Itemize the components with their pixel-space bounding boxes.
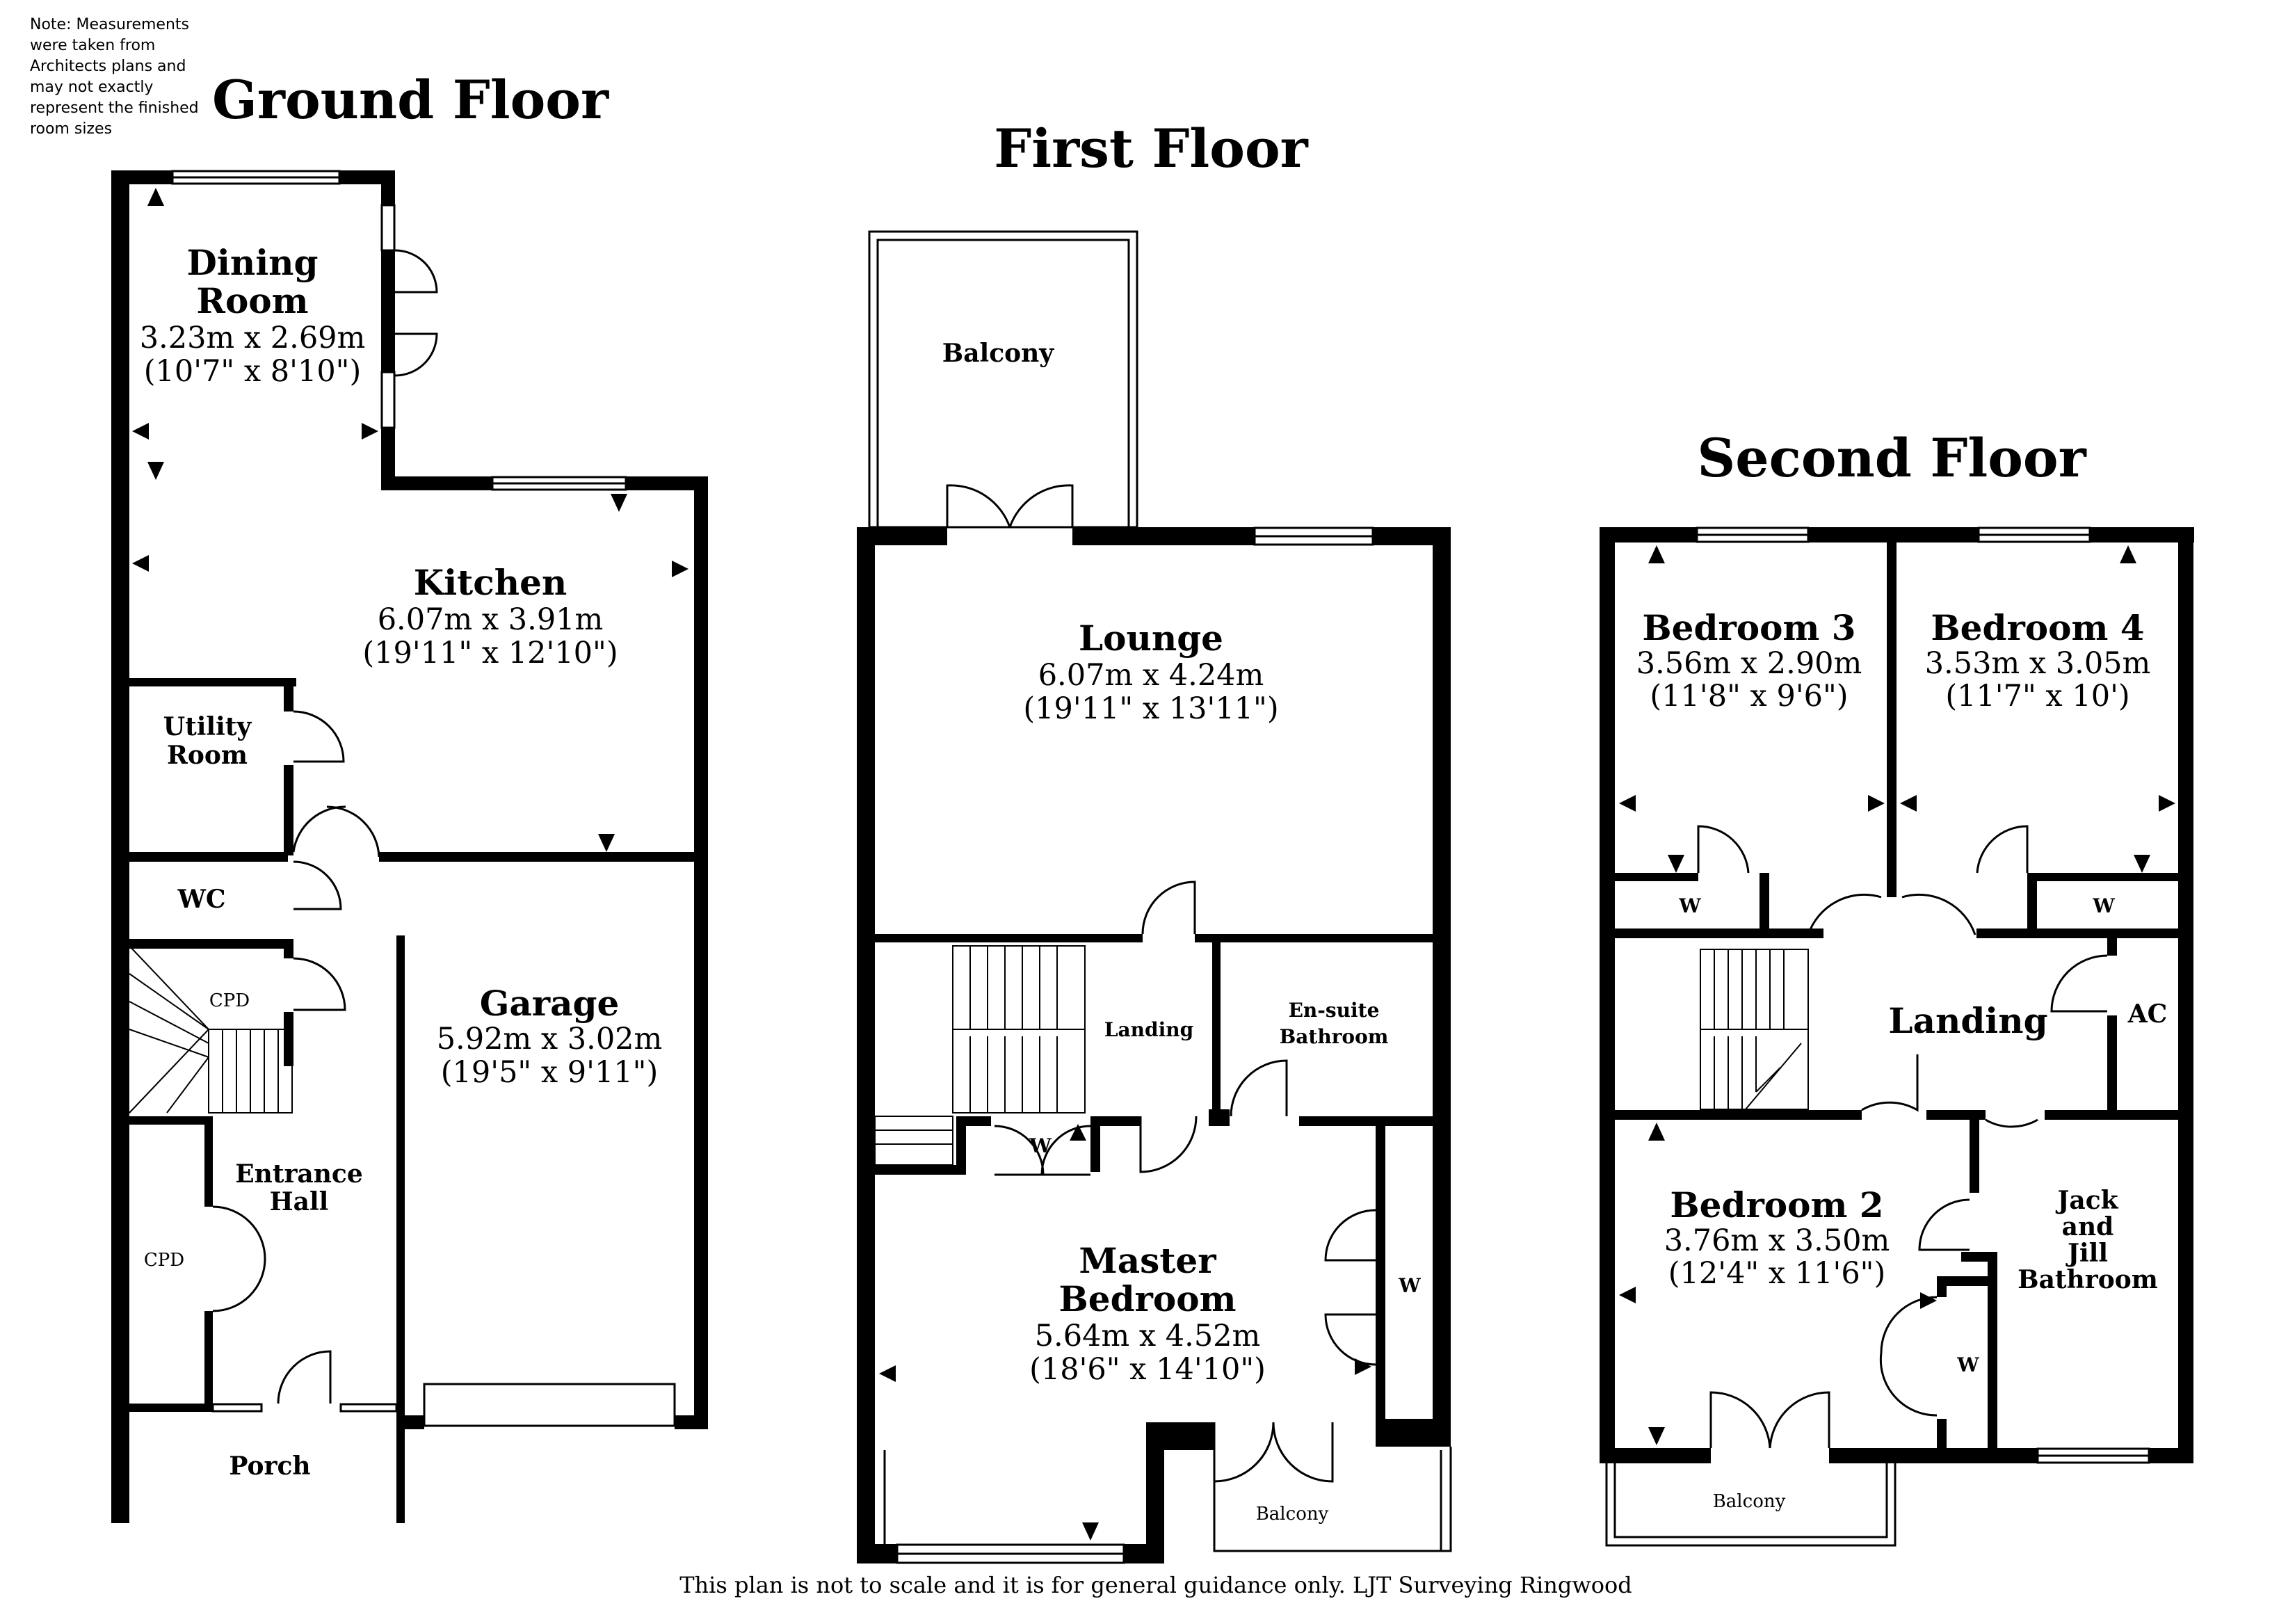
bedroom-2-size-imperial: (12'4" x 11'6") (1668, 1256, 1886, 1291)
second-landing-label: Landing (1888, 1000, 2047, 1041)
first-arrows (879, 1124, 1371, 1541)
first-floor-plan: Balcony Lounge 6.07m x 4.24m (19'11" x 1… (857, 230, 1452, 1564)
first-top-balcony (868, 230, 1138, 529)
second-doors (1697, 825, 2108, 1449)
master-bedroom-size-metric: 5.64m x 4.52m (1035, 1319, 1261, 1353)
garage-label: Garage (480, 983, 620, 1024)
disclaimer-footer: This plan is not to scale and it is for … (679, 1572, 1632, 1598)
first-landing-label: Landing (1104, 1018, 1193, 1041)
porch-label: Porch (229, 1452, 310, 1481)
cpd-upper-label: CPD (209, 990, 250, 1011)
second-walls (1600, 527, 2194, 1463)
wardrobe-right-label: W (1398, 1274, 1421, 1297)
note-line: room sizes (30, 120, 112, 138)
wc-label: WC (177, 885, 225, 914)
ground-floor-plan: Dining Room 3.23m x 2.69m (10'7" x 8'10"… (111, 170, 708, 1523)
ensuite-label: Bathroom (1280, 1025, 1389, 1048)
bedroom-4-size-metric: 3.53m x 3.05m (1925, 646, 2151, 681)
dining-room-size-imperial: (10'7" x 8'10") (144, 354, 362, 389)
lounge-label: Lounge (1079, 618, 1223, 659)
jack-and-jill-label: Bathroom (2018, 1265, 2158, 1294)
first-bottom-balcony (883, 1447, 1452, 1552)
wardrobe-left-label: W (1029, 1134, 1052, 1157)
bedroom-3-size-metric: 3.56m x 2.90m (1636, 646, 1862, 681)
ground-windows (171, 170, 627, 1413)
first-floor-title: First Floor (994, 118, 1308, 179)
first-walls (857, 527, 1451, 1563)
garage-size-metric: 5.92m x 3.02m (437, 1022, 663, 1056)
lounge-size-metric: 6.07m x 4.24m (1038, 658, 1264, 693)
master-bedroom-size-imperial: (18'6" x 14'10") (1029, 1352, 1266, 1387)
second-balcony (1605, 1463, 1897, 1547)
note-line: may not exactly (30, 79, 153, 96)
ground-stairs (129, 945, 293, 1114)
bedroom-3-size-imperial: (11'8" x 9'6") (1650, 679, 1848, 714)
ac-label: AC (2127, 999, 2168, 1029)
entrance-hall-label: Hall (270, 1187, 329, 1216)
dining-room-label: Dining (186, 242, 318, 283)
jack-and-jill-label: Jill (2066, 1239, 2108, 1268)
jack-and-jill-label: and (2062, 1212, 2114, 1241)
note-line: Architects plans and (30, 58, 186, 75)
second-floor-plan: Bedroom 3 3.56m x 2.90m (11'8" x 9'6") B… (1600, 526, 2194, 1547)
bedroom-4-size-imperial: (11'7" x 10') (1945, 679, 2129, 714)
jack-and-jill-label: Jack (2055, 1186, 2118, 1215)
note-line: Note: Measurements (30, 16, 189, 33)
entrance-hall-label: Entrance (235, 1159, 363, 1189)
ground-floor-title: Ground Floor (212, 69, 609, 131)
balcony-bottom-label: Balcony (1256, 1504, 1329, 1525)
bedroom-2-size-metric: 3.76m x 3.50m (1664, 1223, 1890, 1258)
master-bedroom-label: Bedroom (1059, 1278, 1237, 1319)
master-bedroom-label: Master (1079, 1240, 1216, 1281)
second-floor-title: Second Floor (1697, 427, 2086, 489)
dining-room-label: Room (196, 280, 308, 321)
bedroom-4-label: Bedroom 4 (1931, 607, 2144, 648)
garage-door (423, 1383, 676, 1427)
measurement-note: Note: Measurements were taken from Archi… (30, 16, 199, 138)
ground-doors (212, 249, 438, 1404)
first-doors (946, 484, 1376, 1483)
first-stairs (874, 945, 1086, 1166)
balcony-top-label: Balcony (942, 339, 1055, 368)
ensuite-label: En-suite (1289, 999, 1380, 1022)
kitchen-size-metric: 6.07m x 3.91m (378, 602, 604, 637)
bedroom-2-label: Bedroom 2 (1670, 1184, 1883, 1225)
cpd-lower-label: CPD (144, 1250, 184, 1271)
dining-room-size-metric: 3.23m x 2.69m (140, 321, 366, 355)
kitchen-label: Kitchen (414, 562, 567, 603)
kitchen-size-imperial: (19'11" x 12'10") (362, 636, 618, 670)
ground-walls (111, 170, 708, 1523)
second-balcony-label: Balcony (1713, 1491, 1786, 1512)
bedroom-3-label: Bedroom 3 (1642, 607, 1855, 648)
garage-size-imperial: (19'5" x 9'11") (441, 1055, 659, 1090)
ground-arrows (132, 188, 688, 852)
second-arrows (1619, 545, 2175, 1445)
second-windows (1696, 526, 2150, 1464)
note-line: represent the finished (30, 99, 199, 117)
wardrobe-bed3-label: W (1678, 894, 1701, 917)
wardrobe-bed2-label: W (1956, 1353, 1979, 1376)
utility-room-label: Utility (163, 712, 252, 741)
second-stairs (1700, 949, 1809, 1110)
note-line: were taken from (30, 37, 155, 54)
lounge-size-imperial: (19'11" x 13'11") (1023, 691, 1278, 726)
first-windows (896, 526, 1374, 1564)
utility-room-label: Room (167, 741, 248, 770)
wardrobe-bed4-label: W (2092, 894, 2115, 917)
